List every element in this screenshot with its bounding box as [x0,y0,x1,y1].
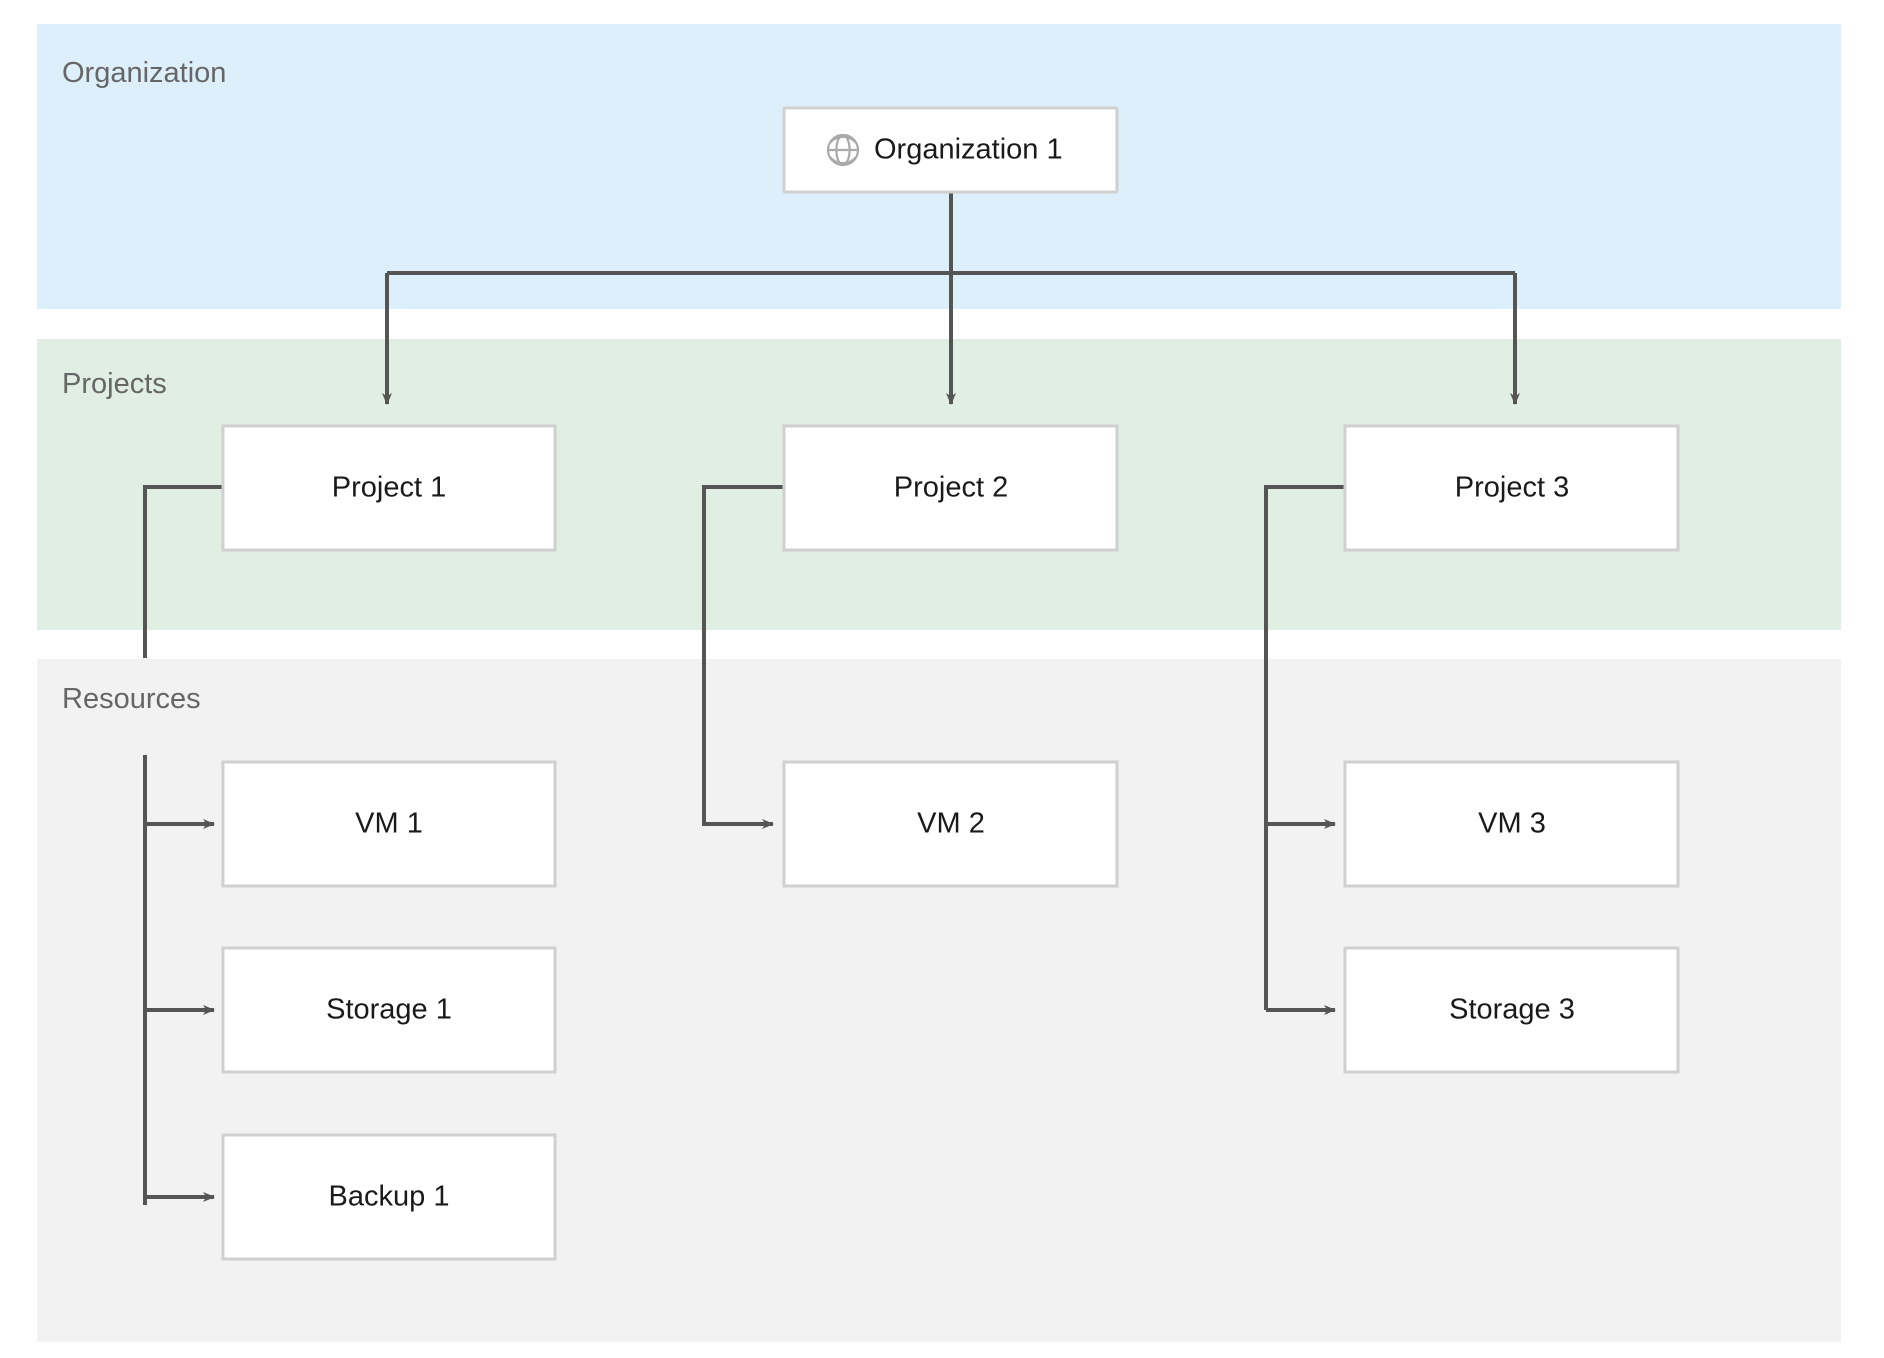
globe-icon [826,133,860,167]
band-label-projects: Projects [62,368,167,400]
node-project-1-box[interactable] [221,424,557,552]
node-storage-1-label: Storage 1 [326,994,452,1026]
node-vm-3-box[interactable] [1343,760,1680,888]
node-backup-1-label: Backup 1 [329,1181,450,1213]
node-project-1-label: Project 1 [332,472,446,504]
node-storage-1[interactable]: Storage 1 [221,946,557,1074]
node-storage-3[interactable]: Storage 3 [1343,946,1680,1074]
node-vm-3[interactable]: VM 3 [1343,760,1680,888]
node-project-2-box[interactable] [782,424,1119,552]
node-project-3-box[interactable] [1343,424,1680,552]
node-project-2-label: Project 2 [894,472,1008,504]
node-organization-1[interactable]: Organization 1 [782,106,1119,194]
node-backup-1-box[interactable] [221,1133,557,1261]
node-vm-1-label: VM 1 [355,808,423,840]
node-vm-2-label: VM 2 [917,808,985,840]
node-vm-1-box[interactable] [221,760,557,888]
edge-project2-to-vm2 [702,485,784,829]
node-storage-3-label: Storage 3 [1449,994,1575,1026]
node-organization-1-label: Organization 1 [874,134,1063,166]
node-project-2[interactable]: Project 2 [782,424,1119,552]
node-backup-1[interactable]: Backup 1 [221,1133,557,1261]
edge-project1-rail-upper [143,485,223,658]
node-vm-2-box[interactable] [782,760,1119,888]
edge-layer [143,190,1520,1205]
node-project-1[interactable]: Project 1 [221,424,557,552]
node-vm-2[interactable]: VM 2 [782,760,1119,888]
node-storage-3-box[interactable] [1343,946,1680,1074]
node-vm-3-label: VM 3 [1478,808,1546,840]
node-organization-1-box[interactable] [782,106,1119,194]
node-storage-1-box[interactable] [221,946,557,1074]
band-label-resources: Resources [62,683,201,715]
node-project-3[interactable]: Project 3 [1343,424,1680,552]
node-project-3-label: Project 3 [1455,472,1569,504]
band-label-organization: Organization [62,57,226,89]
node-vm-1[interactable]: VM 1 [221,760,557,888]
edge-project3-rail [1264,485,1345,1010]
